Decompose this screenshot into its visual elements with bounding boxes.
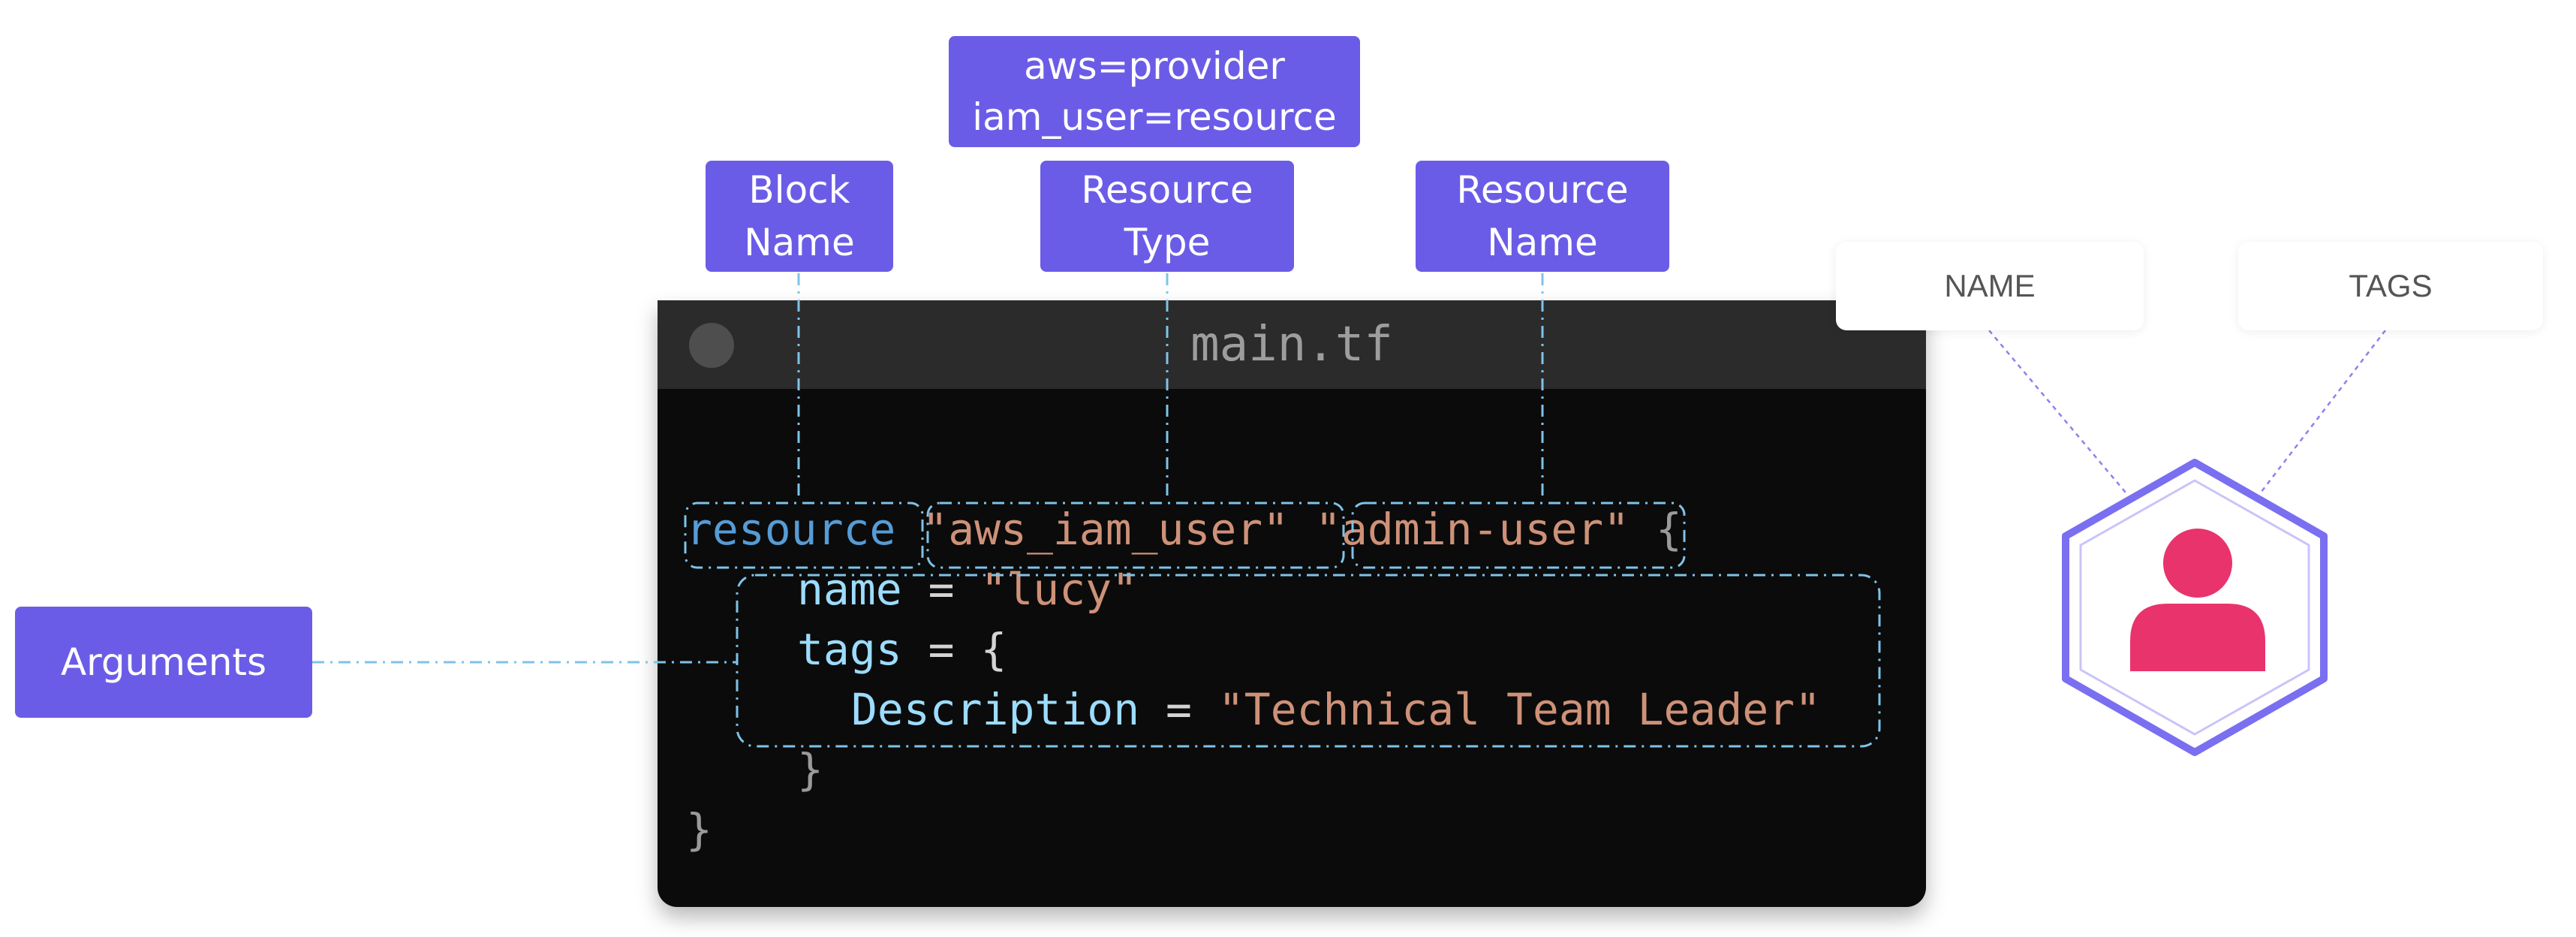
equals-sign: = bbox=[928, 564, 955, 615]
tags-card: TAGS bbox=[2238, 242, 2543, 330]
arguments-text: Arguments bbox=[60, 640, 267, 684]
code-line-tags-close: } bbox=[797, 743, 823, 796]
tags-card-label: TAGS bbox=[2349, 268, 2433, 303]
description-key: Description bbox=[851, 684, 1140, 735]
resource-name-line-1: Resource bbox=[1456, 168, 1629, 212]
editor-filename: main.tf bbox=[1190, 317, 1393, 372]
resource-type-line-2: Type bbox=[1124, 221, 1211, 264]
resource-name-string: "admin-user" bbox=[1315, 504, 1630, 555]
code-line-tags: tags = { bbox=[797, 623, 1007, 676]
block-name-line-1: Block bbox=[748, 168, 850, 212]
code-line-description: Description = "Technical Team Leader" bbox=[851, 683, 1821, 736]
user-icon-body bbox=[2130, 604, 2265, 671]
provider-line: aws=provider bbox=[1024, 44, 1285, 88]
code-editor: main.tf resource "aws_iam_user" "admin-u… bbox=[658, 300, 1926, 907]
editor-titlebar: main.tf bbox=[658, 300, 1926, 389]
name-card-label: NAME bbox=[1944, 268, 2036, 303]
resource-line: iam_user=resource bbox=[972, 95, 1337, 139]
resource-type-string: "aws_iam_user" bbox=[922, 504, 1290, 555]
code-line-close: } bbox=[686, 803, 712, 856]
arguments-highlight bbox=[736, 574, 1881, 748]
window-dot-icon[interactable] bbox=[689, 323, 734, 368]
tags-open-brace: { bbox=[980, 624, 1007, 675]
tags-close-brace: } bbox=[797, 744, 823, 795]
code-line-name: name = "lucy" bbox=[797, 563, 1138, 616]
provider-resource-label: aws=provider iam_user=resource bbox=[949, 36, 1360, 147]
resource-name-highlight bbox=[1351, 502, 1686, 569]
name-value: "lucy" bbox=[980, 564, 1138, 615]
user-icon bbox=[2130, 529, 2265, 671]
equals-sign: = bbox=[928, 624, 955, 675]
description-value: "Technical Team Leader" bbox=[1217, 684, 1822, 735]
resource-name-line-2: Name bbox=[1487, 221, 1598, 264]
name-key: name bbox=[797, 564, 902, 615]
resource-name-label: Resource Name bbox=[1416, 161, 1669, 272]
resource-type-line-1: Resource bbox=[1081, 168, 1253, 212]
resource-type-label: Resource Type bbox=[1040, 161, 1294, 272]
equals-sign: = bbox=[1166, 684, 1192, 735]
user-icon-head bbox=[2163, 529, 2232, 598]
block-name-label: Block Name bbox=[706, 161, 893, 272]
resource-keyword-highlight bbox=[684, 502, 924, 569]
code-line-resource: resource "aws_iam_user" "admin-user" { bbox=[686, 503, 1682, 556]
arguments-label: Arguments bbox=[15, 607, 312, 718]
close-brace: } bbox=[686, 804, 712, 855]
resource-type-highlight bbox=[926, 502, 1345, 569]
block-name-line-2: Name bbox=[744, 221, 855, 264]
resource-keyword: resource bbox=[686, 504, 896, 555]
tags-card-connector bbox=[2260, 330, 2386, 493]
name-card: NAME bbox=[1836, 242, 2144, 330]
tags-key: tags bbox=[797, 624, 902, 675]
open-brace: { bbox=[1656, 504, 1682, 555]
